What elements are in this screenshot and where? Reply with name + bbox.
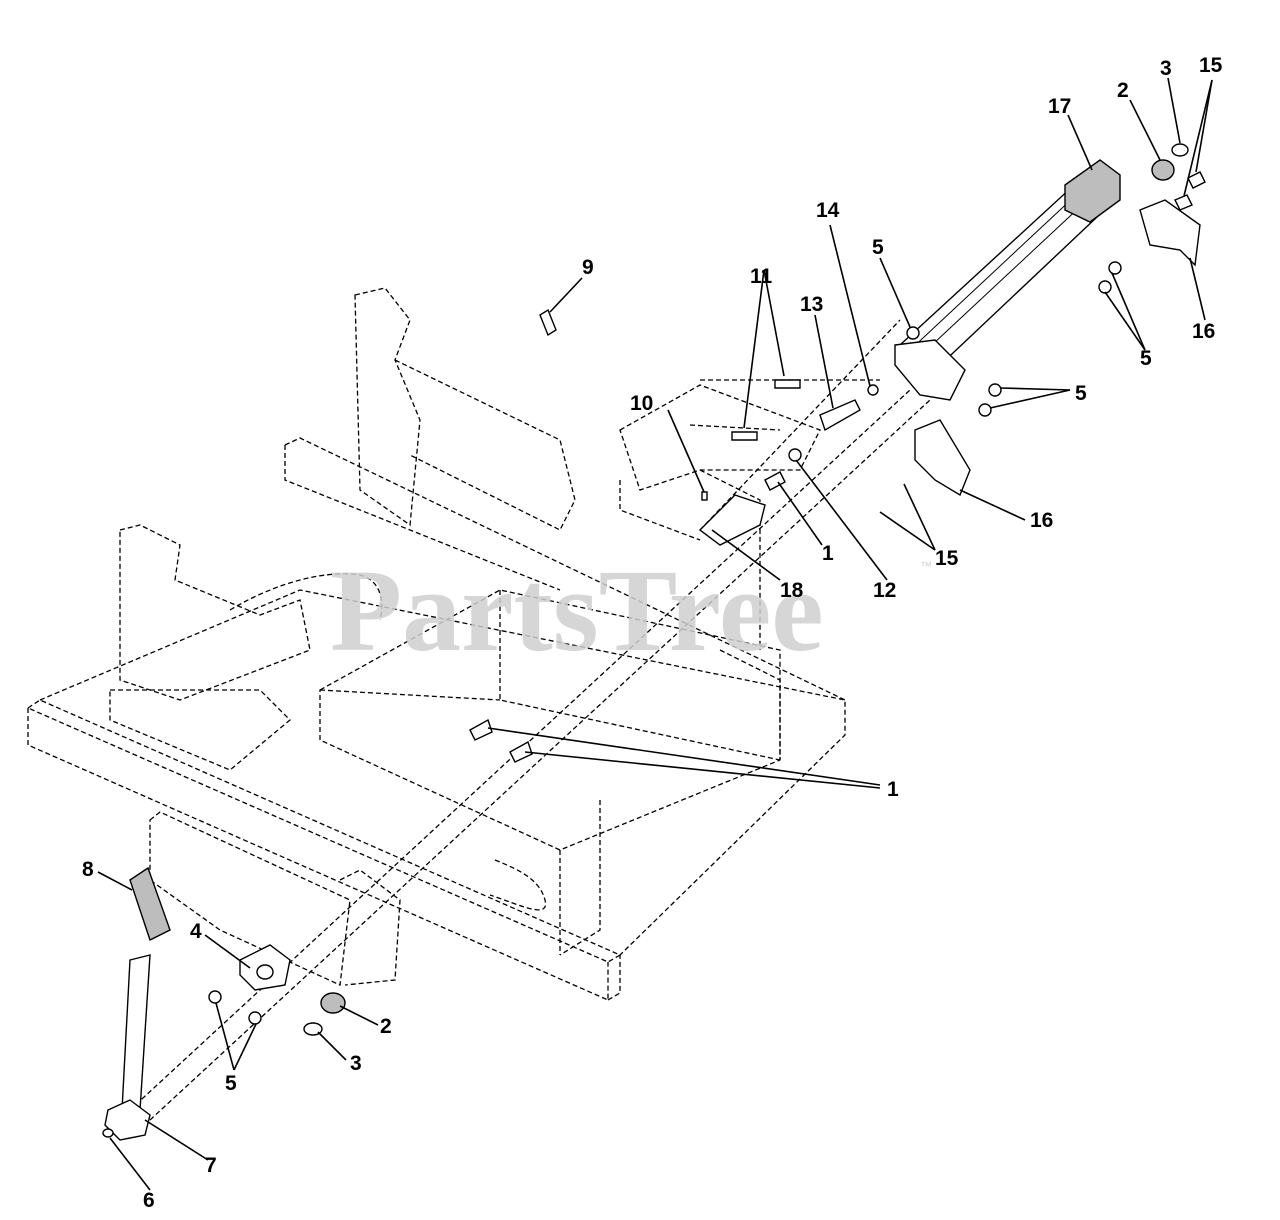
callout-5-lower: 5 (225, 1072, 237, 1095)
callout-10: 10 (630, 392, 653, 415)
watermark: PartsTree (330, 545, 824, 676)
callout-15-upper: 15 (1199, 54, 1223, 77)
callout-3-lower: 3 (350, 1052, 362, 1075)
callout-11: 11 (750, 265, 773, 288)
watermark-trademark: ™ (920, 559, 932, 573)
callout-2-lower: 2 (380, 1015, 392, 1038)
callout-12: 12 (873, 579, 896, 602)
callout-8: 8 (82, 858, 94, 881)
leader-lines (97, 77, 1213, 1191)
callout-13: 13 (800, 293, 823, 316)
callout-1-upper: 1 (822, 542, 834, 565)
chassis-frame (26, 287, 846, 1001)
callout-4: 4 (190, 920, 202, 943)
callout-3-upper: 3 (1160, 57, 1172, 80)
callout-17: 17 (1048, 95, 1071, 118)
parts (102, 143, 1206, 1141)
drive-shaft (129, 319, 931, 1121)
callout-5-right: 5 (1140, 347, 1152, 370)
callouts: 1 1 2 2 3 3 4 5 5 5 5 6 7 8 9 10 11 12 1… (82, 54, 1223, 1212)
callout-18: 18 (780, 579, 804, 602)
callout-14: 14 (816, 199, 840, 222)
callout-9: 9 (582, 256, 594, 279)
callout-5-top: 5 (872, 236, 884, 259)
callout-2-upper: 2 (1117, 79, 1129, 102)
callout-6: 6 (143, 1189, 155, 1212)
callout-16-lower: 16 (1030, 509, 1053, 532)
callout-7: 7 (205, 1154, 217, 1177)
callout-15-lower: 15 (935, 547, 959, 570)
callout-1-lower: 1 (887, 778, 899, 801)
callout-16-upper: 16 (1192, 320, 1215, 343)
callout-5-mid: 5 (1075, 382, 1087, 405)
